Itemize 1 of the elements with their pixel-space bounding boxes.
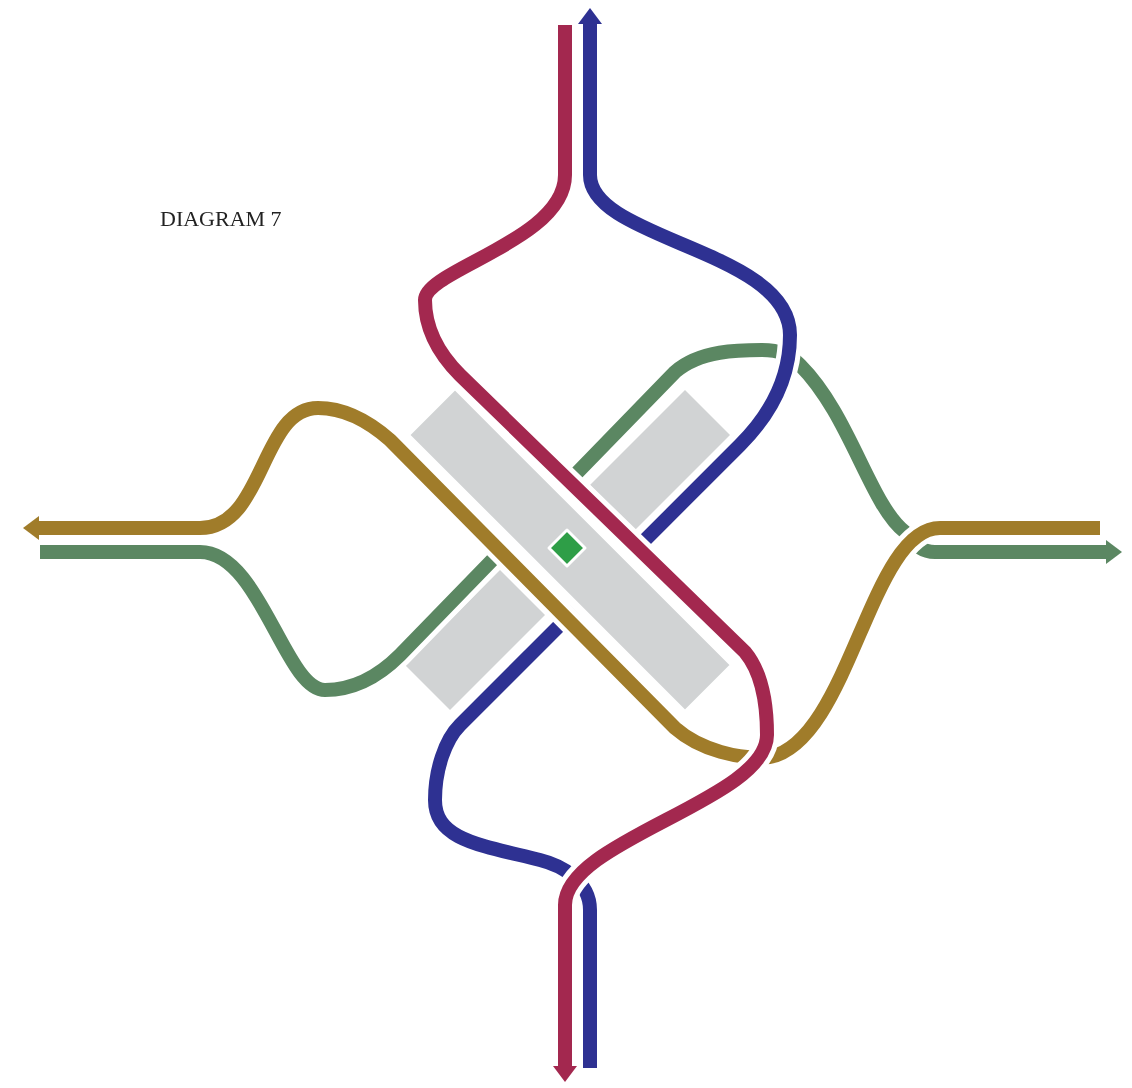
diagram-title: DIAGRAM 7 xyxy=(160,206,282,232)
